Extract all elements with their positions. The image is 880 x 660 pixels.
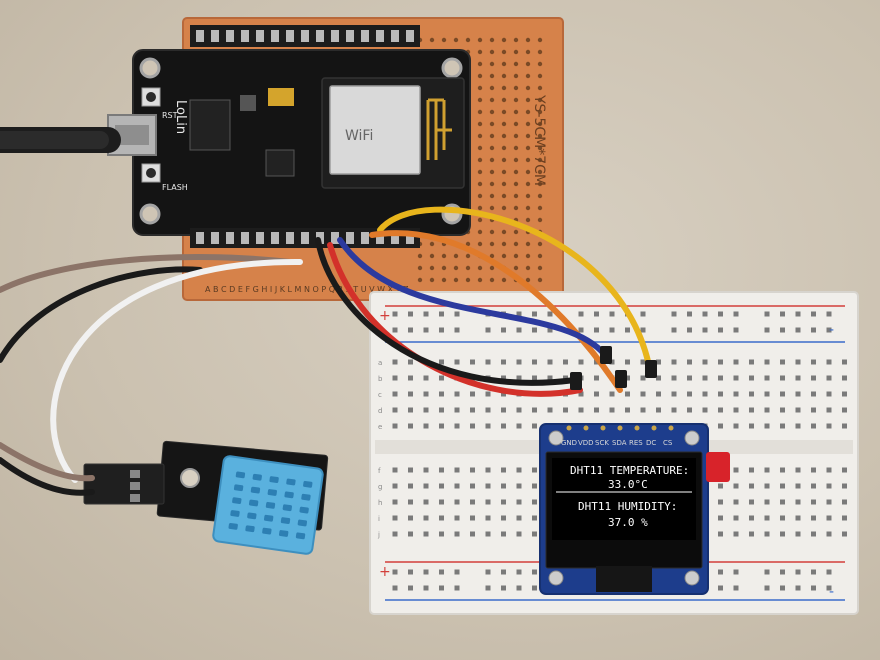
svg-text:A B C D E F G H I J K L M N O: A B C D E F G H I J K L M N O P Q R S T … <box>205 285 409 294</box>
rail-minus-bottom: - <box>829 584 834 600</box>
rst-label: RST <box>162 111 178 120</box>
rail-plus-bottom: + <box>379 564 391 580</box>
row-letter: e <box>378 423 382 431</box>
rail-plus-top: + <box>379 308 391 324</box>
dht11-sensor <box>83 440 329 555</box>
oled-pin-label: RES <box>629 439 643 447</box>
row-letter: f <box>378 467 381 475</box>
wifi-logo: WiFi <box>345 128 373 144</box>
oled-pin-label: DC <box>646 439 656 447</box>
oled-line-3: DHT11 HUMIDITY: <box>578 500 677 513</box>
oled-line-1: DHT11 TEMPERATURE: <box>570 464 689 477</box>
row-letter: h <box>378 499 382 507</box>
row-letter: j <box>377 531 380 539</box>
row-letter: c <box>378 391 382 399</box>
row-letter: a <box>378 359 382 367</box>
oled-pin-label: SCK <box>595 439 609 447</box>
brand-label: LoLin <box>173 100 188 134</box>
nodemcu-board: WiFi RST FLASH LoLin <box>107 25 471 248</box>
row-letter: g <box>378 483 382 491</box>
row-letter: d <box>378 407 382 415</box>
oled-line-4: 37.0 % <box>608 516 648 529</box>
oled-pin-label: VDD <box>578 439 594 447</box>
row-letter: b <box>378 375 383 383</box>
rail-minus-top: - <box>829 322 834 338</box>
row-letter: i <box>378 515 380 523</box>
oled-pin-label: SDA <box>612 439 627 447</box>
oled-pin-label: CS <box>663 439 673 447</box>
flash-label: FLASH <box>162 183 188 192</box>
jumper-wires <box>0 127 657 496</box>
protoboard-label: YS-5CM*7CM <box>531 94 547 186</box>
oled-line-2: 33.0°C <box>608 478 648 491</box>
oled-pin-label: GND <box>561 439 577 447</box>
